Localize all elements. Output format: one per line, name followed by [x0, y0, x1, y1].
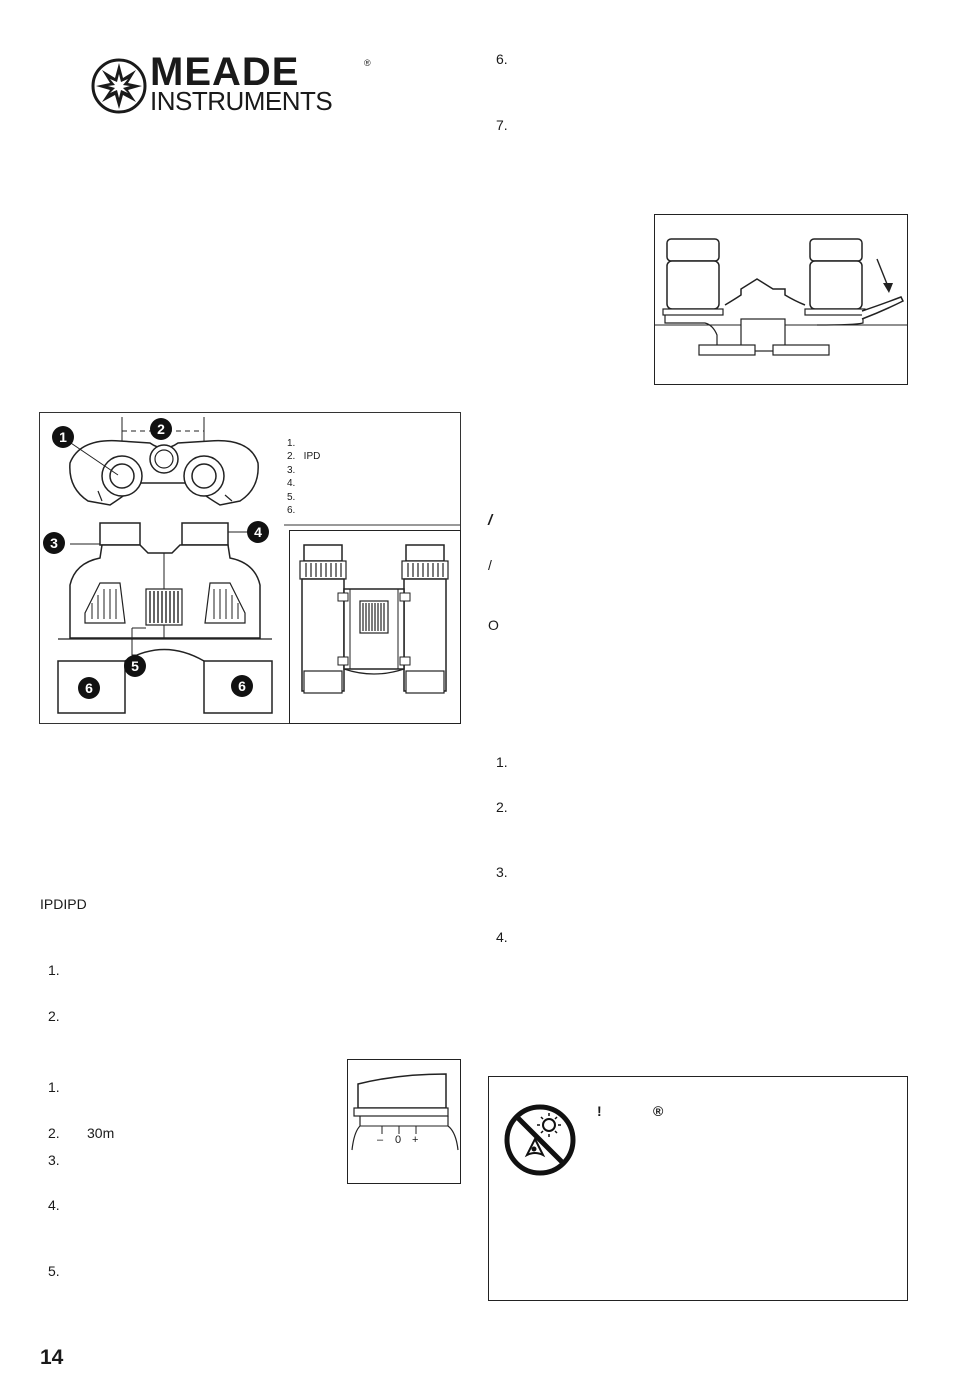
callout-5: 5: [124, 655, 146, 677]
legend-item: 2. IPD: [287, 451, 321, 463]
o-mark: O: [488, 617, 499, 633]
list-b-item: 5.: [48, 1263, 60, 1279]
figure-diopter: – 0 +: [347, 1059, 461, 1184]
ipd-text: IPDIPD: [40, 896, 87, 912]
meade-logo: MEADE ® INSTRUMENTS: [90, 50, 380, 116]
diopter-minus: –: [377, 1134, 384, 1146]
legend-item: 4.: [287, 478, 296, 490]
right-list-item: 2.: [496, 799, 508, 815]
distance-value: 30m: [87, 1125, 115, 1141]
warning-registered: ®: [653, 1103, 664, 1119]
list-b-item: 4.: [48, 1197, 60, 1213]
list-b-item: 1.: [48, 1079, 60, 1095]
top-list-item: 7.: [496, 117, 508, 133]
legend-item: 1.: [287, 438, 296, 449]
callout-1: 1: [52, 426, 74, 448]
eyecup-diagram-icon: [655, 238, 907, 356]
figure-binocular-parts: 1 2 3 4 5 6 6 1. 2. IPD 3. 4. 5. 6.: [39, 412, 461, 724]
brand-sub: INSTRUMENTS: [150, 86, 333, 116]
callout-2: 2: [150, 418, 172, 440]
registered-mark: ®: [364, 58, 371, 68]
slash-mark-bold: /: [488, 512, 493, 529]
diopter-ring-icon: [351, 1073, 459, 1151]
legend-item: 3.: [287, 464, 296, 476]
warning-exclaim: !: [597, 1103, 602, 1119]
list-b-item: 3.: [48, 1152, 60, 1168]
list-a-item: 2.: [48, 1008, 60, 1024]
binocular-diagram-icon: [57, 417, 460, 714]
list-b-item: 2.: [48, 1125, 60, 1141]
figure-legend: 1. 2. IPD 3. 4. 5. 6.: [287, 437, 320, 517]
diopter-plus: +: [412, 1134, 419, 1146]
callout-6-left: 6: [78, 677, 100, 699]
meade-star-logo-icon: [91, 58, 147, 114]
legend-item: 6.: [287, 505, 296, 517]
compact-binocular-icon: [299, 544, 449, 694]
right-list-item: 1.: [496, 754, 508, 770]
figure-compact-binocular: [289, 530, 461, 724]
figure-eyecups: [654, 214, 908, 385]
warning-box: ! ®: [488, 1076, 908, 1301]
list-a-item: 1.: [48, 962, 60, 978]
callout-3: 3: [43, 532, 65, 554]
right-list-item: 3.: [496, 864, 508, 880]
page-number: 14: [40, 1346, 64, 1369]
diopter-zero: 0: [395, 1134, 402, 1146]
right-list-item: 4.: [496, 929, 508, 945]
legend-item: 5.: [287, 491, 296, 503]
brand-name: MEADE: [150, 50, 300, 94]
slash-mark: /: [488, 557, 492, 573]
no-sun-viewing-icon: [504, 1104, 576, 1176]
callout-4: 4: [247, 521, 269, 543]
callout-6-right: 6: [231, 675, 253, 697]
top-list-item: 6.: [496, 51, 508, 67]
